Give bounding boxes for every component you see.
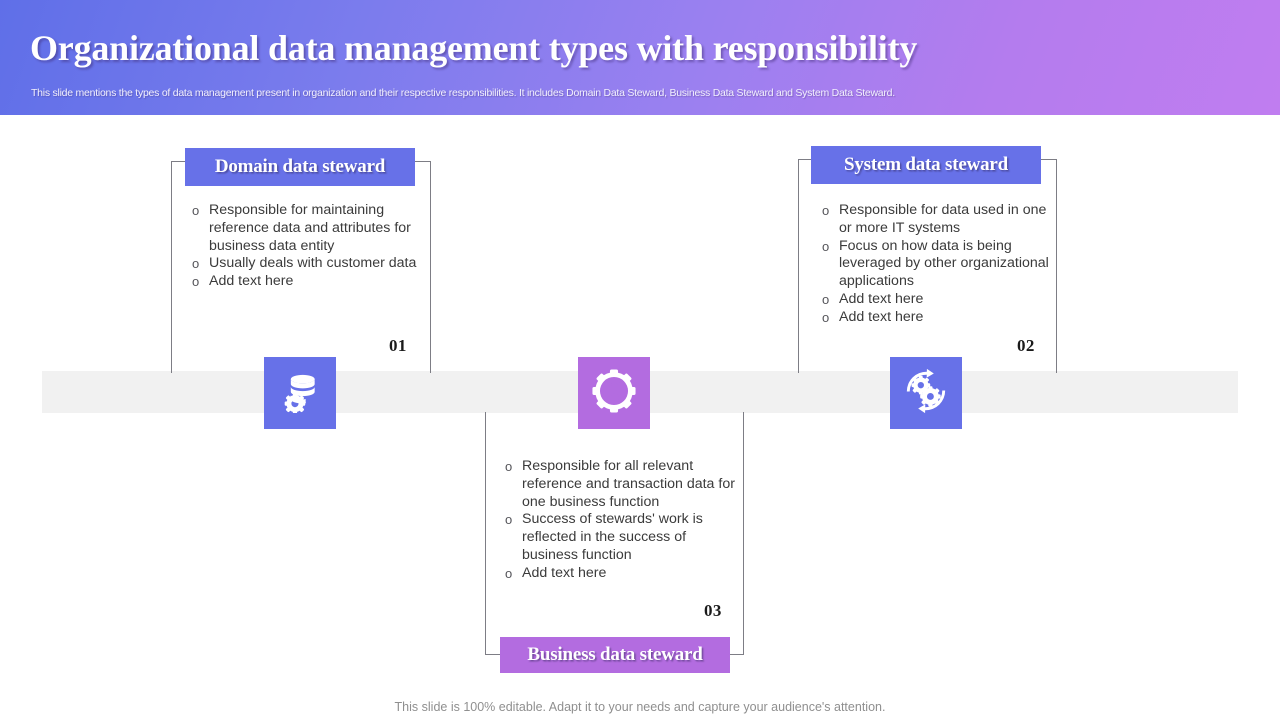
icon-tile-domain[interactable] bbox=[264, 357, 336, 429]
list-item-text: Add text here bbox=[839, 308, 924, 325]
list-item-text: Add text here bbox=[209, 273, 294, 290]
bullet-marker-icon: o bbox=[505, 459, 513, 474]
step-number-system: 02 bbox=[1017, 336, 1035, 355]
gears-refresh-icon bbox=[903, 368, 949, 419]
card-title-domain[interactable]: Domain data steward bbox=[185, 148, 415, 186]
bullet-marker-icon: o bbox=[505, 565, 513, 581]
list-item-text: Responsible for data used in one or more… bbox=[839, 202, 1047, 236]
list-item: o Responsible for all relevant reference… bbox=[503, 458, 741, 511]
list-item: o Add text here bbox=[503, 565, 741, 583]
list-item-text: Responsible for all relevant reference a… bbox=[522, 458, 735, 510]
bullet-list-system: o Responsible for data used in one or mo… bbox=[820, 202, 1055, 327]
list-item: o Add text here bbox=[820, 291, 1055, 309]
list-item: o Responsible for data used in one or mo… bbox=[820, 202, 1055, 238]
step-number-domain: 01 bbox=[389, 336, 407, 355]
bullet-marker-icon: o bbox=[192, 203, 200, 218]
bullet-list-domain: o Responsible for maintaining reference … bbox=[190, 202, 422, 291]
card-title-system[interactable]: System data steward bbox=[811, 146, 1041, 184]
bullet-marker-icon: o bbox=[822, 203, 830, 218]
footer-note: This slide is 100% editable. Adapt it to… bbox=[394, 700, 886, 714]
user-gear-icon bbox=[592, 368, 636, 418]
list-item-text: Responsible for maintaining reference da… bbox=[209, 202, 411, 254]
list-item-text: Add text here bbox=[522, 564, 607, 581]
card-title-business[interactable]: Business data steward bbox=[500, 637, 730, 673]
icon-tile-system[interactable] bbox=[890, 357, 962, 429]
list-item: o Add text here bbox=[190, 273, 422, 291]
bullet-list-business: o Responsible for all relevant reference… bbox=[503, 458, 741, 583]
list-item: o Focus on how data is being leveraged b… bbox=[820, 238, 1055, 291]
bullet-marker-icon: o bbox=[822, 291, 830, 307]
bullet-marker-icon: o bbox=[192, 256, 200, 272]
list-item-text: Add text here bbox=[839, 290, 924, 307]
icon-tile-business[interactable] bbox=[578, 357, 650, 429]
slide-header: Organizational data management types wit… bbox=[0, 0, 1280, 115]
list-item: o Usually deals with customer data bbox=[190, 255, 422, 273]
step-number-business: 03 bbox=[704, 601, 722, 620]
list-item: o Success of stewards' work is reflected… bbox=[503, 511, 741, 564]
bullet-marker-icon: o bbox=[822, 238, 830, 254]
database-gear-icon bbox=[278, 369, 322, 418]
list-item-text: Usually deals with customer data bbox=[209, 255, 417, 272]
page-title: Organizational data management types wit… bbox=[30, 28, 918, 68]
bullet-marker-icon: o bbox=[192, 274, 200, 290]
list-item-text: Success of stewards' work is reflected i… bbox=[522, 511, 703, 563]
bullet-marker-icon: o bbox=[822, 309, 830, 325]
list-item: o Responsible for maintaining reference … bbox=[190, 202, 422, 255]
page-subtitle: This slide mentions the types of data ma… bbox=[31, 87, 895, 99]
list-item-text: Focus on how data is being leveraged by … bbox=[839, 237, 1049, 290]
list-item: o Add text here bbox=[820, 309, 1055, 327]
bullet-marker-icon: o bbox=[505, 512, 513, 528]
